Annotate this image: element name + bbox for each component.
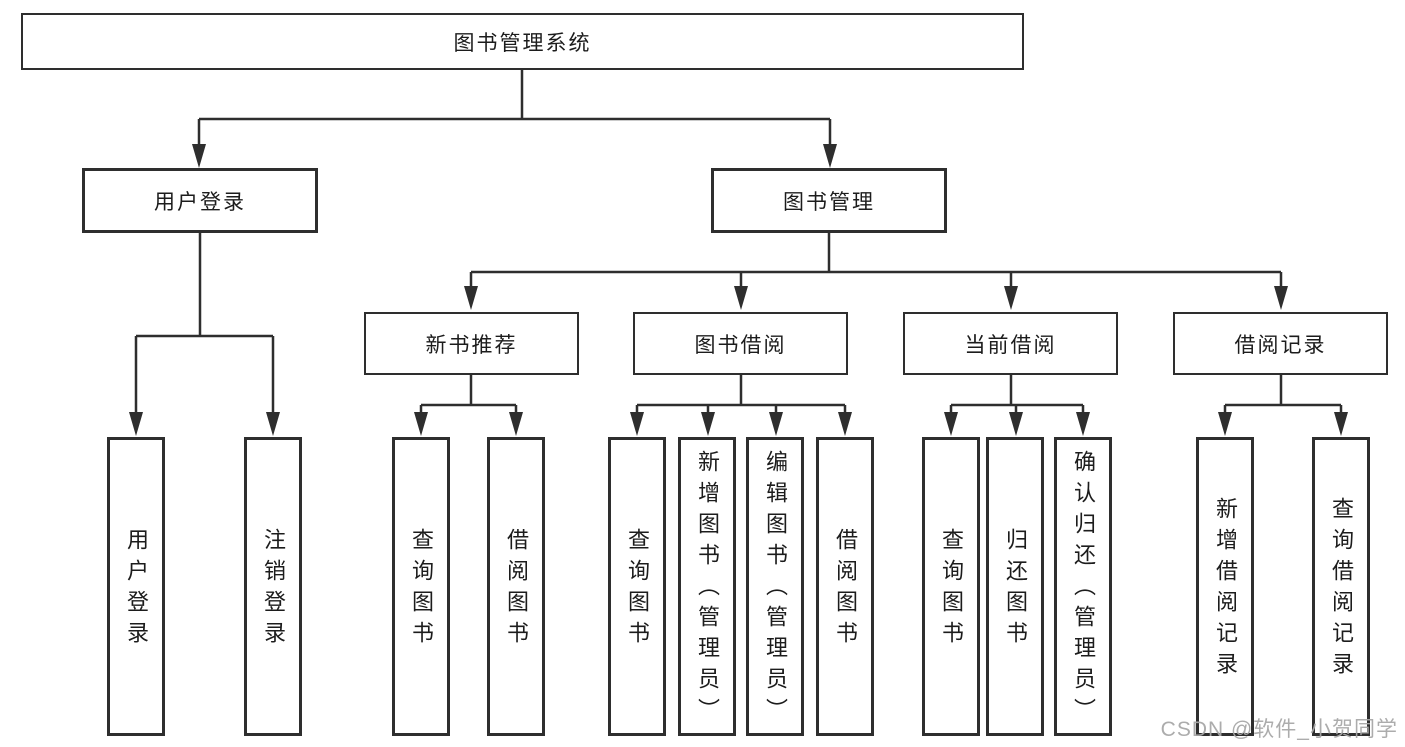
leaf-query-book-borrowing: 查询图书 [608,437,666,736]
leaf-confirm-return-admin: 确认归还（管理员） [1054,437,1112,736]
node-current-borrowing: 当前借阅 [903,312,1118,375]
leaf-query-book-current: 查询图书 [922,437,980,736]
leaf-query-borrow-record: 查询借阅记录 [1312,437,1370,736]
leaf-logout: 注销登录 [244,437,302,736]
node-user-login: 用户登录 [82,168,318,233]
node-book-management: 图书管理 [711,168,947,233]
node-book-borrowing: 图书借阅 [633,312,848,375]
leaf-return-book: 归还图书 [986,437,1044,736]
leaf-edit-book-admin: 编辑图书（管理员） [746,437,804,736]
node-new-book-recommendation: 新书推荐 [364,312,579,375]
csdn-watermark: CSDN @软件_小贺同学 [1160,718,1398,741]
leaf-add-book-admin: 新增图书（管理员） [678,437,736,736]
leaf-user-login: 用户登录 [107,437,165,736]
node-borrowing-records: 借阅记录 [1173,312,1388,375]
leaf-borrow-book: 借阅图书 [816,437,874,736]
node-library-management-system: 图书管理系统 [21,13,1024,70]
leaf-borrow-book-recommend: 借阅图书 [487,437,545,736]
leaf-add-borrow-record: 新增借阅记录 [1196,437,1254,736]
leaf-query-book-recommend: 查询图书 [392,437,450,736]
